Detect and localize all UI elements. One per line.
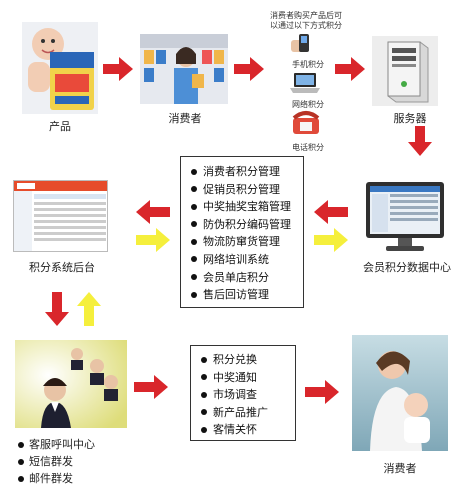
bullet-icon bbox=[191, 186, 197, 193]
bullet-icon bbox=[191, 221, 197, 228]
arrow-callcenter-to-services bbox=[134, 375, 168, 399]
bullet-icon bbox=[191, 238, 197, 245]
modules-list: 消费者积分管理 促销员积分管理 中奖抽奖宝箱管理 防伪积分编码管理 物流防窜货管… bbox=[191, 163, 303, 304]
module-item: 物流防窜货管理 bbox=[191, 233, 303, 251]
product-label: 产品 bbox=[49, 120, 71, 133]
consumer-shopping-image bbox=[140, 34, 228, 104]
service-item: 市场调查 bbox=[201, 386, 295, 404]
callcenter-item: 客服呼叫中心 bbox=[18, 436, 95, 453]
arrow-callcenter-to-backend bbox=[77, 292, 101, 326]
module-item: 防伪积分编码管理 bbox=[191, 216, 303, 234]
module-item: 促销员积分管理 bbox=[191, 181, 303, 199]
arrow-methods-to-server bbox=[335, 57, 365, 81]
bullet-icon bbox=[201, 356, 207, 363]
modules-box: 消费者积分管理 促销员积分管理 中奖抽奖宝箱管理 防伪积分编码管理 物流防窜货管… bbox=[180, 156, 304, 308]
datacenter-label: 会员积分数据中心 bbox=[363, 261, 451, 274]
module-item: 会员单店积分 bbox=[191, 269, 303, 287]
laptop-image bbox=[289, 72, 321, 94]
bullet-icon bbox=[18, 458, 24, 465]
datacenter-monitor-image bbox=[364, 180, 446, 254]
arrow-services-to-consumer bbox=[305, 380, 339, 404]
callcenter-item: 邮件群发 bbox=[18, 470, 95, 487]
service-item: 积分兑换 bbox=[201, 351, 295, 369]
consumer-label-bottom: 消费者 bbox=[383, 462, 417, 475]
backend-screenshot bbox=[13, 180, 108, 252]
arrow-datacenter-to-modules bbox=[314, 200, 348, 224]
arrow-modules-to-datacenter bbox=[314, 228, 348, 252]
product-image bbox=[22, 22, 98, 114]
bullet-icon bbox=[191, 291, 197, 298]
arrow-consumer-to-methods bbox=[234, 57, 264, 81]
module-item: 中奖抽奖宝箱管理 bbox=[191, 198, 303, 216]
services-box: 积分兑换 中奖通知 市场调查 新产品推广 客情关怀 bbox=[190, 345, 296, 441]
purchase-note-line2: 以通过以下方式积分 bbox=[270, 21, 342, 30]
arrow-backend-to-modules bbox=[136, 228, 170, 252]
arrow-server-to-datacenter bbox=[408, 126, 432, 156]
bullet-icon bbox=[191, 203, 197, 210]
consumer-family-photo bbox=[352, 335, 448, 451]
mobile-phone-image bbox=[289, 32, 317, 54]
server-label: 服务器 bbox=[393, 112, 427, 125]
bullet-icon bbox=[191, 274, 197, 281]
callcenter-list: 客服呼叫中心 短信群发 邮件群发 bbox=[18, 436, 95, 487]
module-item: 网络培训系统 bbox=[191, 251, 303, 269]
purchase-note-line1: 消费者购买产品后可 bbox=[270, 11, 342, 20]
method-mobile-label: 手机积分 bbox=[292, 60, 324, 69]
services-list: 积分兑换 中奖通知 市场调查 新产品推广 客情关怀 bbox=[201, 351, 295, 439]
bullet-icon bbox=[201, 409, 207, 416]
consumer-label-top: 消费者 bbox=[168, 112, 202, 125]
desk-phone-image bbox=[291, 110, 321, 136]
bullet-icon bbox=[201, 391, 207, 398]
service-item: 新产品推广 bbox=[201, 404, 295, 422]
module-item: 消费者积分管理 bbox=[191, 163, 303, 181]
arrow-modules-to-backend bbox=[136, 200, 170, 224]
callcenter-item: 短信群发 bbox=[18, 453, 95, 470]
bullet-icon bbox=[191, 256, 197, 263]
service-item: 中奖通知 bbox=[201, 369, 295, 387]
method-phone-label: 电话积分 bbox=[292, 143, 324, 152]
callcenter-photo bbox=[15, 340, 127, 428]
bullet-icon bbox=[18, 441, 24, 448]
backend-label: 积分系统后台 bbox=[29, 261, 95, 274]
arrow-backend-to-callcenter bbox=[45, 292, 69, 326]
bullet-icon bbox=[201, 426, 207, 433]
server-image bbox=[372, 36, 438, 106]
method-web-label: 网络积分 bbox=[292, 100, 324, 109]
bullet-icon bbox=[18, 475, 24, 482]
bullet-icon bbox=[191, 168, 197, 175]
arrow-product-to-consumer bbox=[103, 57, 133, 81]
service-item: 客情关怀 bbox=[201, 421, 295, 439]
bullet-icon bbox=[201, 374, 207, 381]
module-item: 售后回访管理 bbox=[191, 286, 303, 304]
